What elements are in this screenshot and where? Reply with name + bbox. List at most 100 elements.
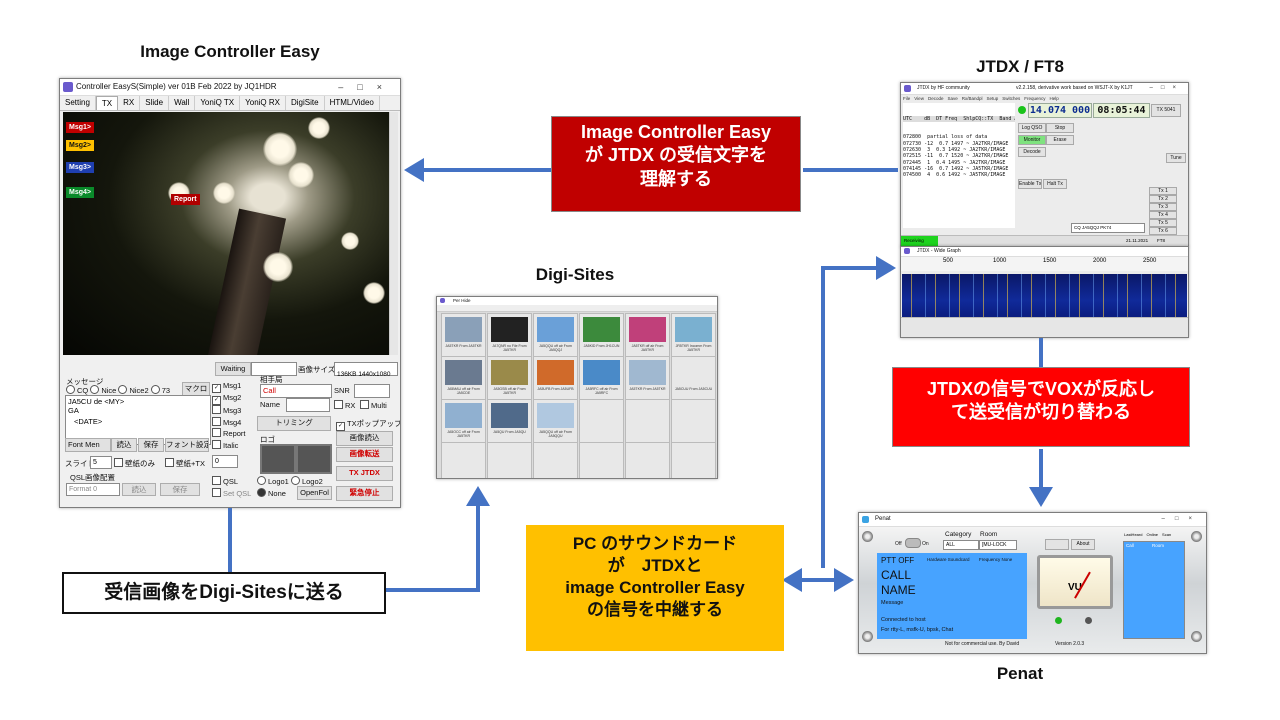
radio-icon[interactable] [257, 476, 266, 485]
tab-slide[interactable]: Slide [140, 96, 170, 110]
digi-tile[interactable]: JA5TKR From JA5TKR [625, 356, 670, 401]
msg1-button[interactable]: Msg1> [66, 122, 94, 133]
settings-button[interactable] [1045, 539, 1069, 550]
category-select[interactable]: ALL [943, 540, 979, 550]
digi-tile[interactable] [533, 442, 578, 478]
menu-item[interactable]: Setup [986, 96, 999, 101]
call-input[interactable]: Call [260, 384, 332, 398]
tab-rx[interactable]: RX [118, 96, 141, 110]
digi-tile[interactable]: JA5QQU off air From JA5QQU [533, 399, 578, 444]
message-radios[interactable]: CQ Nice Nice2 73 [66, 385, 170, 395]
tx4-button[interactable]: Tx 4 [1149, 211, 1177, 219]
digi-tile[interactable] [625, 399, 670, 444]
radio-73[interactable]: 73 [161, 386, 171, 395]
checkbox-icon[interactable]: ✓ [212, 384, 221, 393]
checkbox-icon[interactable] [334, 400, 343, 409]
tx5-button[interactable]: Tx 5 [1149, 219, 1177, 227]
digi-tile[interactable]: JA5QU From JA5QU [487, 399, 532, 444]
tab-setting[interactable]: Setting [60, 96, 96, 110]
checkbox-icon[interactable] [212, 476, 221, 485]
stop-button[interactable]: Stop [1046, 123, 1074, 133]
decode-line[interactable]: 072630 3 0.3 1492 ~ JA2TKR/IMAGE [903, 147, 1006, 154]
digi-tile[interactable]: JA5CUU From JA5CUU [671, 356, 716, 401]
message-textbox[interactable]: JA5CU de <MY> GA <DATE> [65, 395, 211, 445]
rx-check[interactable]: RX [334, 400, 355, 410]
multi-check[interactable]: Multi [360, 400, 387, 410]
halt-tx-button[interactable]: Halt Tx [1043, 179, 1067, 189]
tab-tx[interactable]: TX [95, 96, 119, 110]
decode-line[interactable]: 074500 4 0.6 1492 ~ JA5TKR/IMAGE [903, 172, 1006, 179]
monitor-button[interactable]: Monitor [1018, 135, 1046, 145]
menu-item[interactable]: Help [1049, 96, 1059, 101]
tx-message-input[interactable]: CQ JA5QQJ PK74 [1071, 223, 1145, 233]
room-select[interactable]: [MU-LOCK [979, 540, 1017, 550]
window-controls-icon[interactable]: –□× [1149, 85, 1184, 91]
tx6-button[interactable]: Tx 6 [1149, 227, 1177, 235]
check-msg2[interactable]: ✓Msg2 [212, 393, 246, 405]
set-qsl-check[interactable]: Set QSL [212, 488, 251, 498]
decode-button[interactable]: Decode [1018, 147, 1046, 157]
zero-select[interactable]: 0 [212, 455, 238, 468]
checkbox-icon[interactable] [212, 416, 221, 426]
power-toggle[interactable] [905, 538, 921, 548]
tune-button[interactable]: Tune [1166, 153, 1186, 163]
ice-scrollbar[interactable] [389, 112, 398, 355]
decode-list[interactable]: UTC dB DT Freq ShlpCQ::TX Band Activity … [903, 103, 1015, 228]
digi-tile[interactable] [487, 442, 532, 478]
tab-digisite[interactable]: DigiSite [286, 96, 325, 110]
menu-item[interactable]: View [914, 96, 924, 101]
tab-yoniq-rx[interactable]: YoniQ RX [240, 96, 286, 110]
check-report[interactable]: Report [212, 428, 246, 440]
log-qso-button[interactable]: Log QSO [1018, 123, 1046, 133]
window-controls-icon[interactable]: –□× [338, 82, 396, 92]
menu-item[interactable]: File [903, 96, 911, 101]
jtdx-titlebar[interactable]: JTDX by HF community v2.2.158, derivativ… [901, 83, 1188, 95]
menu-item[interactable]: Decode [927, 96, 944, 101]
qsl-read-button[interactable]: 読込 [122, 483, 156, 496]
checkbox-icon[interactable] [114, 458, 123, 467]
checkbox-icon[interactable]: ✓ [212, 396, 221, 405]
msg2-button[interactable]: Msg2> [66, 140, 94, 151]
tab-yoniq-tx[interactable]: YoniQ TX [195, 96, 241, 110]
digi-tile[interactable] [579, 399, 624, 444]
name-input[interactable] [286, 398, 330, 412]
checkbox-icon[interactable] [360, 400, 369, 409]
check-msg1[interactable]: ✓Msg1 [212, 381, 246, 393]
qsl-format-select[interactable]: Format 0 [66, 483, 120, 496]
digi-tile[interactable] [671, 442, 716, 478]
digi-tile[interactable]: JA7QNR no File From JA5TKR [487, 313, 532, 358]
tab-html-video[interactable]: HTML/Video [325, 96, 380, 110]
none-radio[interactable]: None [257, 488, 286, 498]
tx3-button[interactable]: Tx 3 [1149, 203, 1177, 211]
checkbox-icon[interactable]: ✓ [336, 422, 345, 431]
window-controls-icon[interactable]: –□× [1161, 516, 1202, 522]
erase-button[interactable]: Erase [1046, 135, 1074, 145]
decode-line[interactable]: 072730 -12 0.7 1497 ~ JA2TKR/IMAGE [903, 140, 1009, 147]
msg4-button[interactable]: Msg4> [66, 187, 94, 198]
digi-tile[interactable]: JA5RFC off air From JA5RFC [579, 356, 624, 401]
list-tab[interactable]: LastHeard [1124, 532, 1143, 537]
tab-wall[interactable]: Wall [169, 96, 196, 110]
menu-item[interactable]: Frequency [1024, 96, 1046, 101]
qsl-check[interactable]: QSL [212, 476, 238, 486]
digi-tile[interactable] [625, 442, 670, 478]
logo-radios[interactable]: Logo1 Logo2 [257, 476, 323, 486]
menu-item[interactable]: Rx/Bandpl [961, 96, 983, 101]
digi-tile[interactable]: JA5KID From JH1CUN [579, 313, 624, 358]
font-setting-button[interactable]: フォント設定 [165, 438, 209, 452]
tx-popup-check[interactable]: ✓TXポップアップ [336, 418, 400, 431]
font-menu-select[interactable]: Font Men [65, 438, 111, 452]
save-button[interactable]: 保存 [138, 438, 164, 452]
check-msg4[interactable]: Msg4 [212, 416, 246, 429]
decode-line[interactable]: 072800 partial loss of data [903, 134, 988, 141]
digi-tile[interactable] [441, 442, 486, 478]
check-msg3[interactable]: Msg3 [212, 405, 246, 417]
tx1-button[interactable]: Tx 1 [1149, 187, 1177, 195]
check-italic[interactable]: Italic [212, 439, 246, 452]
decode-line[interactable]: 074145 -16 0.7 1492 ~ JA5TKR/IMAGE [903, 165, 1009, 172]
enable-tx-button[interactable]: Enable Tx [1018, 179, 1042, 189]
radio-nice2[interactable]: Nice2 [129, 386, 149, 395]
list-tab[interactable]: Online [1146, 532, 1159, 537]
ice-titlebar[interactable]: Controller EasyS(Simple) ver 01B Feb 202… [60, 79, 400, 96]
digi-tile[interactable] [579, 442, 624, 478]
